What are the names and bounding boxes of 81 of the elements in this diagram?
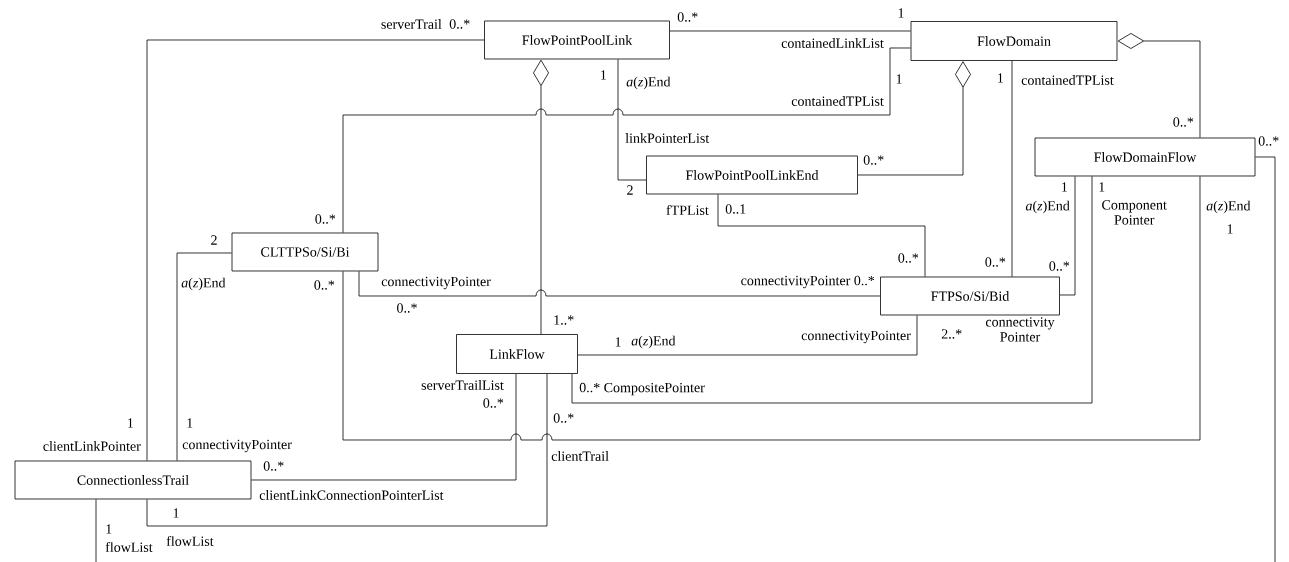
role-label: connectivityPointer: [182, 439, 292, 453]
association-line: [342, 47, 911, 233]
association-line: [669, 30, 911, 32]
role-label: 0..*: [449, 19, 470, 29]
role-label: serverTrail: [381, 19, 442, 29]
association-line: [251, 373, 517, 481]
association-line: [617, 59, 647, 181]
role-label: containedTPList: [1021, 75, 1114, 85]
role-label: 1: [173, 508, 179, 518]
role-label: connectivityPointer: [381, 276, 491, 290]
class-box: CLTTPSo/Si/Bi: [231, 232, 379, 272]
role-label: 0..1: [725, 204, 746, 214]
role-label: connectivityPointer 0..*: [741, 275, 875, 289]
association-line: [358, 271, 881, 297]
role-label: a(z)End: [1025, 200, 1070, 214]
role-label: 1: [896, 74, 902, 84]
association-line: [577, 315, 918, 356]
role-label: 0..*: [314, 280, 335, 290]
class-box: FlowPointPoolLinkEnd: [646, 155, 858, 195]
association-line: [857, 61, 971, 176]
class-box: FlowDomainFlow: [1034, 137, 1256, 177]
role-label: 1: [128, 418, 133, 428]
role-label: Component Pointer: [1102, 200, 1167, 225]
role-label: 0..*: [315, 214, 336, 224]
role-label: 1: [1099, 182, 1105, 192]
class-box: FlowDomain: [910, 21, 1118, 61]
role-label: 0..*: [677, 12, 698, 22]
role-label: a(z)End: [181, 277, 226, 291]
class-box: FTPSo/Si/Bid: [880, 276, 1060, 316]
role-label: containedTPList: [791, 96, 884, 106]
association-line: [146, 39, 485, 461]
role-label: 1..*: [554, 315, 574, 325]
association-line: [1059, 176, 1076, 296]
role-label: 0..*: [263, 461, 284, 471]
role-label: 1: [898, 8, 904, 18]
role-label: 0..*: [553, 413, 574, 423]
association-line: [1255, 156, 1276, 562]
association-line: [533, 59, 549, 335]
role-label: 2..*: [941, 329, 962, 339]
role-label: 0..*: [898, 253, 919, 263]
association-line: [146, 373, 548, 527]
role-label: 0..*: [397, 303, 417, 313]
role-label: flowList: [105, 542, 153, 552]
role-label: a(z)End: [626, 76, 671, 90]
role-label: serverTrailList: [421, 380, 504, 390]
role-label: 1: [601, 70, 606, 80]
role-label: 1: [106, 524, 112, 534]
role-label: 2: [627, 185, 633, 195]
role-label: clientTrail: [551, 451, 609, 461]
role-label: 1: [615, 337, 621, 347]
class-box: LinkFlow: [456, 334, 578, 374]
role-label: a(z)End: [631, 335, 676, 349]
association-line: [342, 176, 1201, 441]
role-label: 0..* CompositePointer: [579, 382, 705, 396]
role-label: 1: [1062, 182, 1067, 192]
association-line: [1011, 60, 1013, 277]
role-label: flowList: [166, 536, 214, 546]
role-label: clientLinkConnectionPointerList: [259, 490, 444, 500]
association-line: [95, 499, 97, 562]
role-label: 2: [211, 235, 217, 245]
role-label: a(z)End: [1206, 200, 1251, 214]
role-label: connectivityPointer: [801, 330, 911, 344]
role-label: 1: [1227, 224, 1233, 234]
association-line: [176, 252, 232, 461]
role-label: clientLinkPointer: [43, 441, 141, 451]
role-label: fTPList: [666, 205, 709, 215]
association-line: [571, 176, 1093, 404]
role-label: 0..*: [1049, 261, 1070, 271]
role-label: 0..*: [1258, 136, 1279, 146]
class-box: ConnectionlessTrail: [14, 460, 252, 500]
association-line: [717, 194, 926, 277]
association-line: [1117, 33, 1201, 138]
role-label: linkPointerList: [625, 133, 710, 143]
role-label: 1: [187, 418, 193, 428]
role-label: 0..*: [483, 398, 504, 408]
role-label: 0..*: [985, 257, 1006, 267]
role-label: 1: [998, 73, 1003, 83]
role-label: 0..*: [1173, 117, 1194, 127]
role-label: 0..*: [863, 155, 884, 165]
class-box: FlowPointPoolLink: [484, 20, 670, 60]
role-label: containedLinkList: [781, 38, 884, 48]
